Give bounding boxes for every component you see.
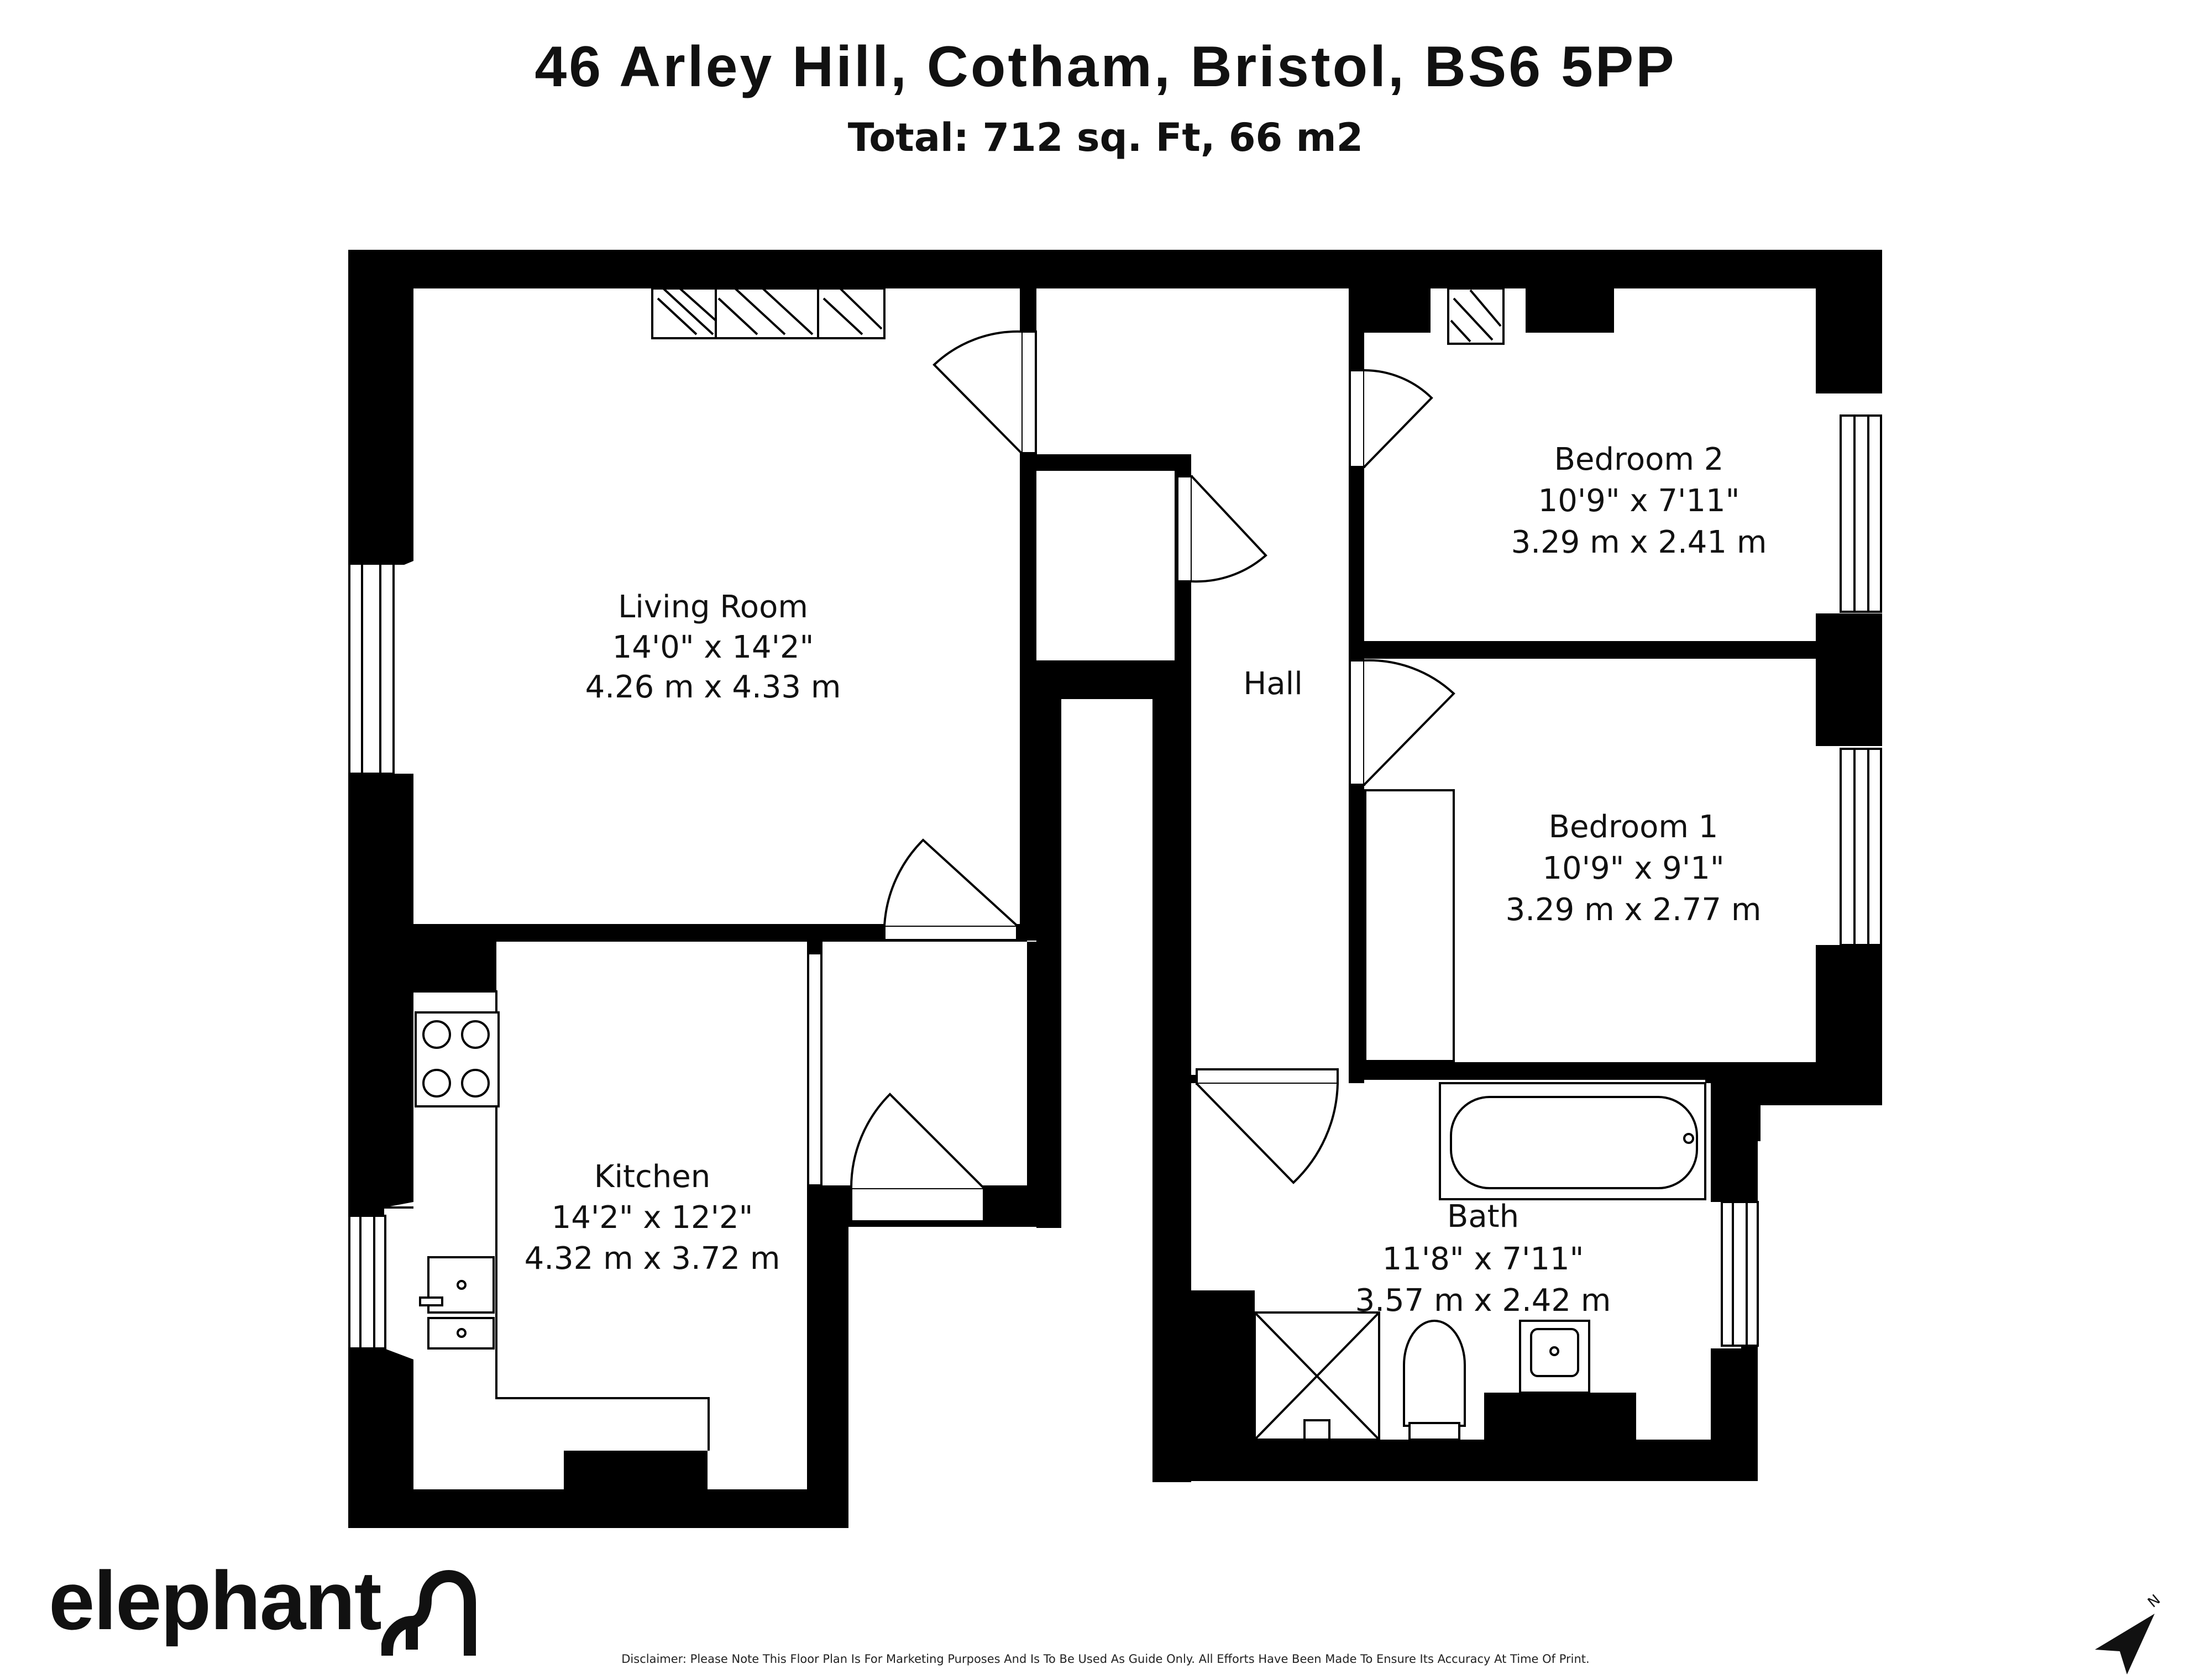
disclaimer: Disclaimer: Please Note This Floor Plan … — [621, 1652, 1590, 1666]
hall-name: Hall — [1243, 666, 1303, 702]
bath-imperial: 11'8" x 7'11" — [1382, 1241, 1584, 1277]
bedroom2-name: Bedroom 2 — [1554, 442, 1724, 477]
walls — [348, 250, 1882, 1528]
wardrobe-icon — [1364, 789, 1455, 1062]
window-bedroom2 — [1840, 414, 1882, 613]
bath-metric: 3.57 m x 2.42 m — [1355, 1283, 1611, 1319]
kitchen-imperial: 14'2" x 12'2" — [552, 1200, 753, 1236]
bath-name: Bath — [1447, 1199, 1519, 1235]
bedroom1-metric: 3.29 m x 2.77 m — [1506, 892, 1762, 928]
window-bath — [1721, 1201, 1759, 1347]
brand-logo-text: elephant — [49, 1554, 382, 1647]
room-fills — [384, 288, 1849, 1489]
windows — [348, 414, 1882, 1350]
bedroom2-imperial: 10'9" x 7'11" — [1538, 483, 1740, 519]
window-kitchen — [348, 1215, 386, 1350]
north-arrow-icon: N — [2095, 1592, 2163, 1674]
kitchen-name: Kitchen — [594, 1159, 710, 1195]
total-area: Total: 712 sq. Ft, 66 m2 — [847, 115, 1364, 160]
fixtures — [384, 287, 1706, 1451]
bedroom1-name: Bedroom 1 — [1549, 809, 1718, 845]
doors — [807, 330, 1455, 1222]
living-room-metric: 4.26 m x 4.33 m — [585, 669, 841, 705]
window-bedroom1 — [1840, 748, 1882, 946]
room-labels: Living Room 14'0" x 14'2" 4.26 m x 4.33 … — [525, 442, 1767, 1319]
living-room-name: Living Room — [618, 589, 808, 625]
window-living — [348, 563, 395, 775]
kitchen-metric: 4.32 m x 3.72 m — [525, 1241, 780, 1277]
elephant-logo-icon — [381, 1569, 476, 1656]
bedroom1-imperial: 10'9" x 9'1" — [1542, 851, 1724, 886]
bedroom2-metric: 3.29 m x 2.41 m — [1511, 524, 1767, 560]
toilet-icon — [1403, 1320, 1466, 1427]
plan-title: 46 Arley Hill, Cotham, Bristol, BS6 5PP — [535, 35, 1676, 99]
living-room-imperial: 14'0" x 14'2" — [612, 629, 814, 665]
compass-label: N — [2145, 1592, 2163, 1611]
